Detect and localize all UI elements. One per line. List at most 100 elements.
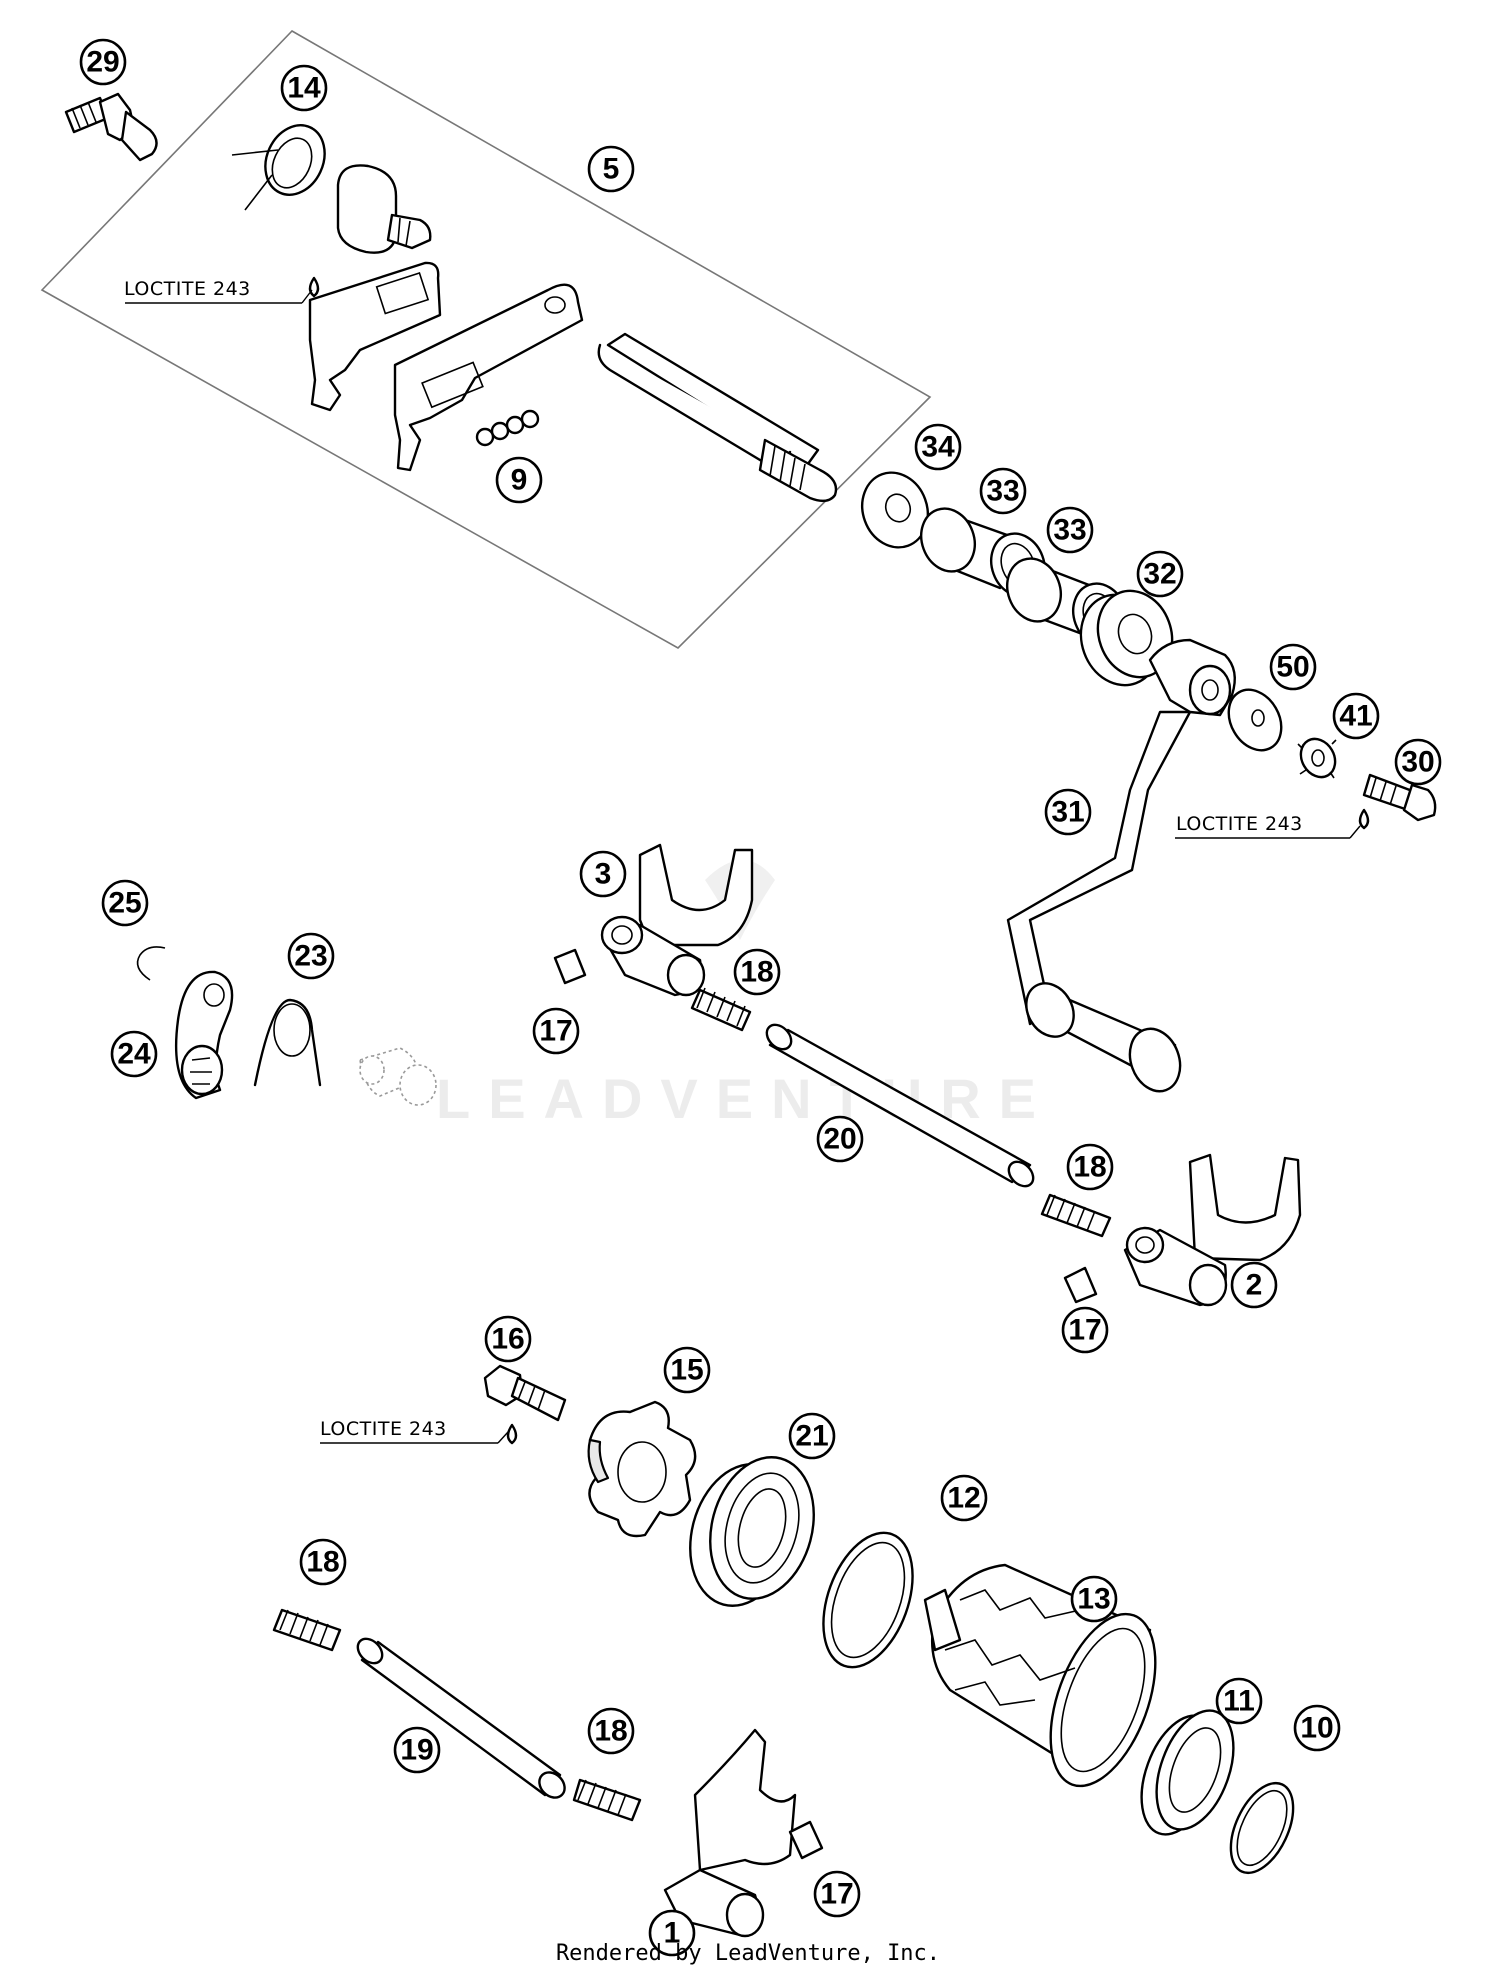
svg-text:20: 20 [823, 1123, 856, 1156]
callout-17b: 17 [1061, 1306, 1109, 1354]
svg-text:33: 33 [986, 475, 1019, 508]
shift-plate-lower [393, 283, 584, 472]
detent-bolt [336, 164, 432, 254]
svg-text:2: 2 [1246, 1269, 1263, 1302]
callout-20: 20 [816, 1115, 864, 1163]
svg-text:17: 17 [539, 1015, 572, 1048]
svg-text:24: 24 [117, 1038, 151, 1071]
part-18-spring-c [272, 1608, 342, 1652]
callout-25: 25 [101, 879, 149, 927]
callout-33a: 33 [979, 467, 1027, 515]
loctite-note-2: LOCTITE 243 [1176, 813, 1303, 835]
callout-24: 24 [110, 1030, 158, 1078]
part-12-shift-drum [923, 1563, 1157, 1788]
part-41-lock-washer [1297, 737, 1337, 779]
svg-text:21: 21 [795, 1420, 828, 1453]
part-2-shift-fork [1123, 1153, 1302, 1307]
loctite-note-3: LOCTITE 243 [320, 1418, 447, 1440]
callout-18c: 18 [299, 1538, 347, 1586]
callout-5: 5 [587, 145, 635, 193]
svg-text:3: 3 [595, 858, 612, 891]
svg-text:12: 12 [947, 1482, 980, 1515]
part-50-washer [1227, 688, 1283, 752]
callout-17c: 17 [813, 1870, 861, 1918]
part-19-shaft [356, 1637, 566, 1799]
svg-text:15: 15 [670, 1354, 703, 1387]
callout-19: 19 [393, 1726, 441, 1774]
callout-1: 1 [648, 1909, 696, 1957]
callout-21: 21 [788, 1412, 836, 1460]
part-25-circlip [136, 946, 166, 981]
callout-9: 9 [495, 456, 543, 504]
part-30-bolt [1362, 773, 1437, 822]
part-9-balls [475, 409, 540, 447]
svg-text:23: 23 [294, 940, 327, 973]
part-16-bolt [483, 1364, 567, 1422]
part-3-shift-fork [600, 843, 754, 997]
callout-33b: 33 [1046, 506, 1094, 554]
part-23-spring [253, 998, 322, 1087]
callouts: 29 14 5 9 34 33 33 32 50 41 30 31 3 25 2… [79, 38, 1442, 1957]
svg-text:17: 17 [1068, 1314, 1101, 1347]
callout-17a: 17 [532, 1007, 580, 1055]
svg-text:41: 41 [1339, 700, 1372, 733]
svg-text:1: 1 [664, 1917, 681, 1950]
part-13-ring [822, 1531, 914, 1669]
callout-31: 31 [1044, 788, 1092, 836]
svg-text:18: 18 [1073, 1151, 1106, 1184]
svg-text:18: 18 [594, 1715, 627, 1748]
svg-text:10: 10 [1300, 1712, 1333, 1745]
callout-41: 41 [1332, 692, 1380, 740]
svg-text:9: 9 [511, 464, 528, 497]
part-31-kick-lever [1006, 638, 1236, 1093]
callout-18d: 18 [587, 1707, 635, 1755]
callout-16: 16 [484, 1315, 532, 1363]
callout-2: 2 [1230, 1261, 1278, 1309]
shift-shaft [597, 332, 838, 503]
shift-plate-upper [308, 261, 442, 412]
callout-15: 15 [663, 1346, 711, 1394]
part-18-spring-d [572, 1778, 642, 1822]
part-24-lever [174, 970, 234, 1100]
watermark-text: LEADVENTURE [436, 1067, 1054, 1130]
callout-50: 50 [1269, 643, 1317, 691]
part-11-bearing [1140, 1709, 1235, 1836]
part-15-cam [587, 1400, 697, 1538]
part-18-spring-b [1040, 1193, 1112, 1238]
part-17-pin-b [1063, 1266, 1098, 1304]
callout-32: 32 [1136, 550, 1184, 598]
svg-text:5: 5 [603, 153, 620, 186]
part-20-shaft [765, 1023, 1035, 1188]
callout-18b: 18 [1066, 1143, 1114, 1191]
callout-3: 3 [579, 850, 627, 898]
assembly-5-box [40, 29, 932, 649]
footer-credit: Rendered by LeadVenture, Inc. [556, 1941, 940, 1966]
loctite-notes: LOCTITE 243 LOCTITE 243 LOCTITE 243 [124, 278, 1303, 1440]
part-34-washer [861, 471, 929, 549]
callout-13: 12 [940, 1474, 988, 1522]
svg-text:29: 29 [86, 46, 119, 79]
svg-text:18: 18 [306, 1546, 339, 1579]
callout-30: 30 [1394, 738, 1442, 786]
loctite-drop-1 [125, 276, 320, 304]
svg-text:11: 11 [1223, 1685, 1255, 1718]
callout-34: 34 [914, 423, 962, 471]
svg-text:16: 16 [491, 1323, 524, 1356]
svg-text:19: 19 [400, 1734, 433, 1767]
part-10-ring [1229, 1781, 1295, 1875]
svg-text:50: 50 [1276, 651, 1309, 684]
callout-10: 10 [1293, 1704, 1341, 1752]
part-17-pin-c [788, 1820, 824, 1860]
part-14-spring [231, 124, 326, 211]
callout-14: 14 [280, 64, 328, 112]
part-17-pin-a [553, 948, 587, 985]
loctite-drop-2 [1175, 808, 1370, 839]
loctite-note-1: LOCTITE 243 [124, 278, 251, 300]
svg-text:34: 34 [921, 431, 955, 464]
callout-29: 29 [79, 38, 127, 86]
callout-23: 23 [287, 932, 335, 980]
svg-text:25: 25 [108, 887, 141, 920]
part-21-bearing [689, 1456, 815, 1607]
part-29-stud [64, 92, 158, 162]
